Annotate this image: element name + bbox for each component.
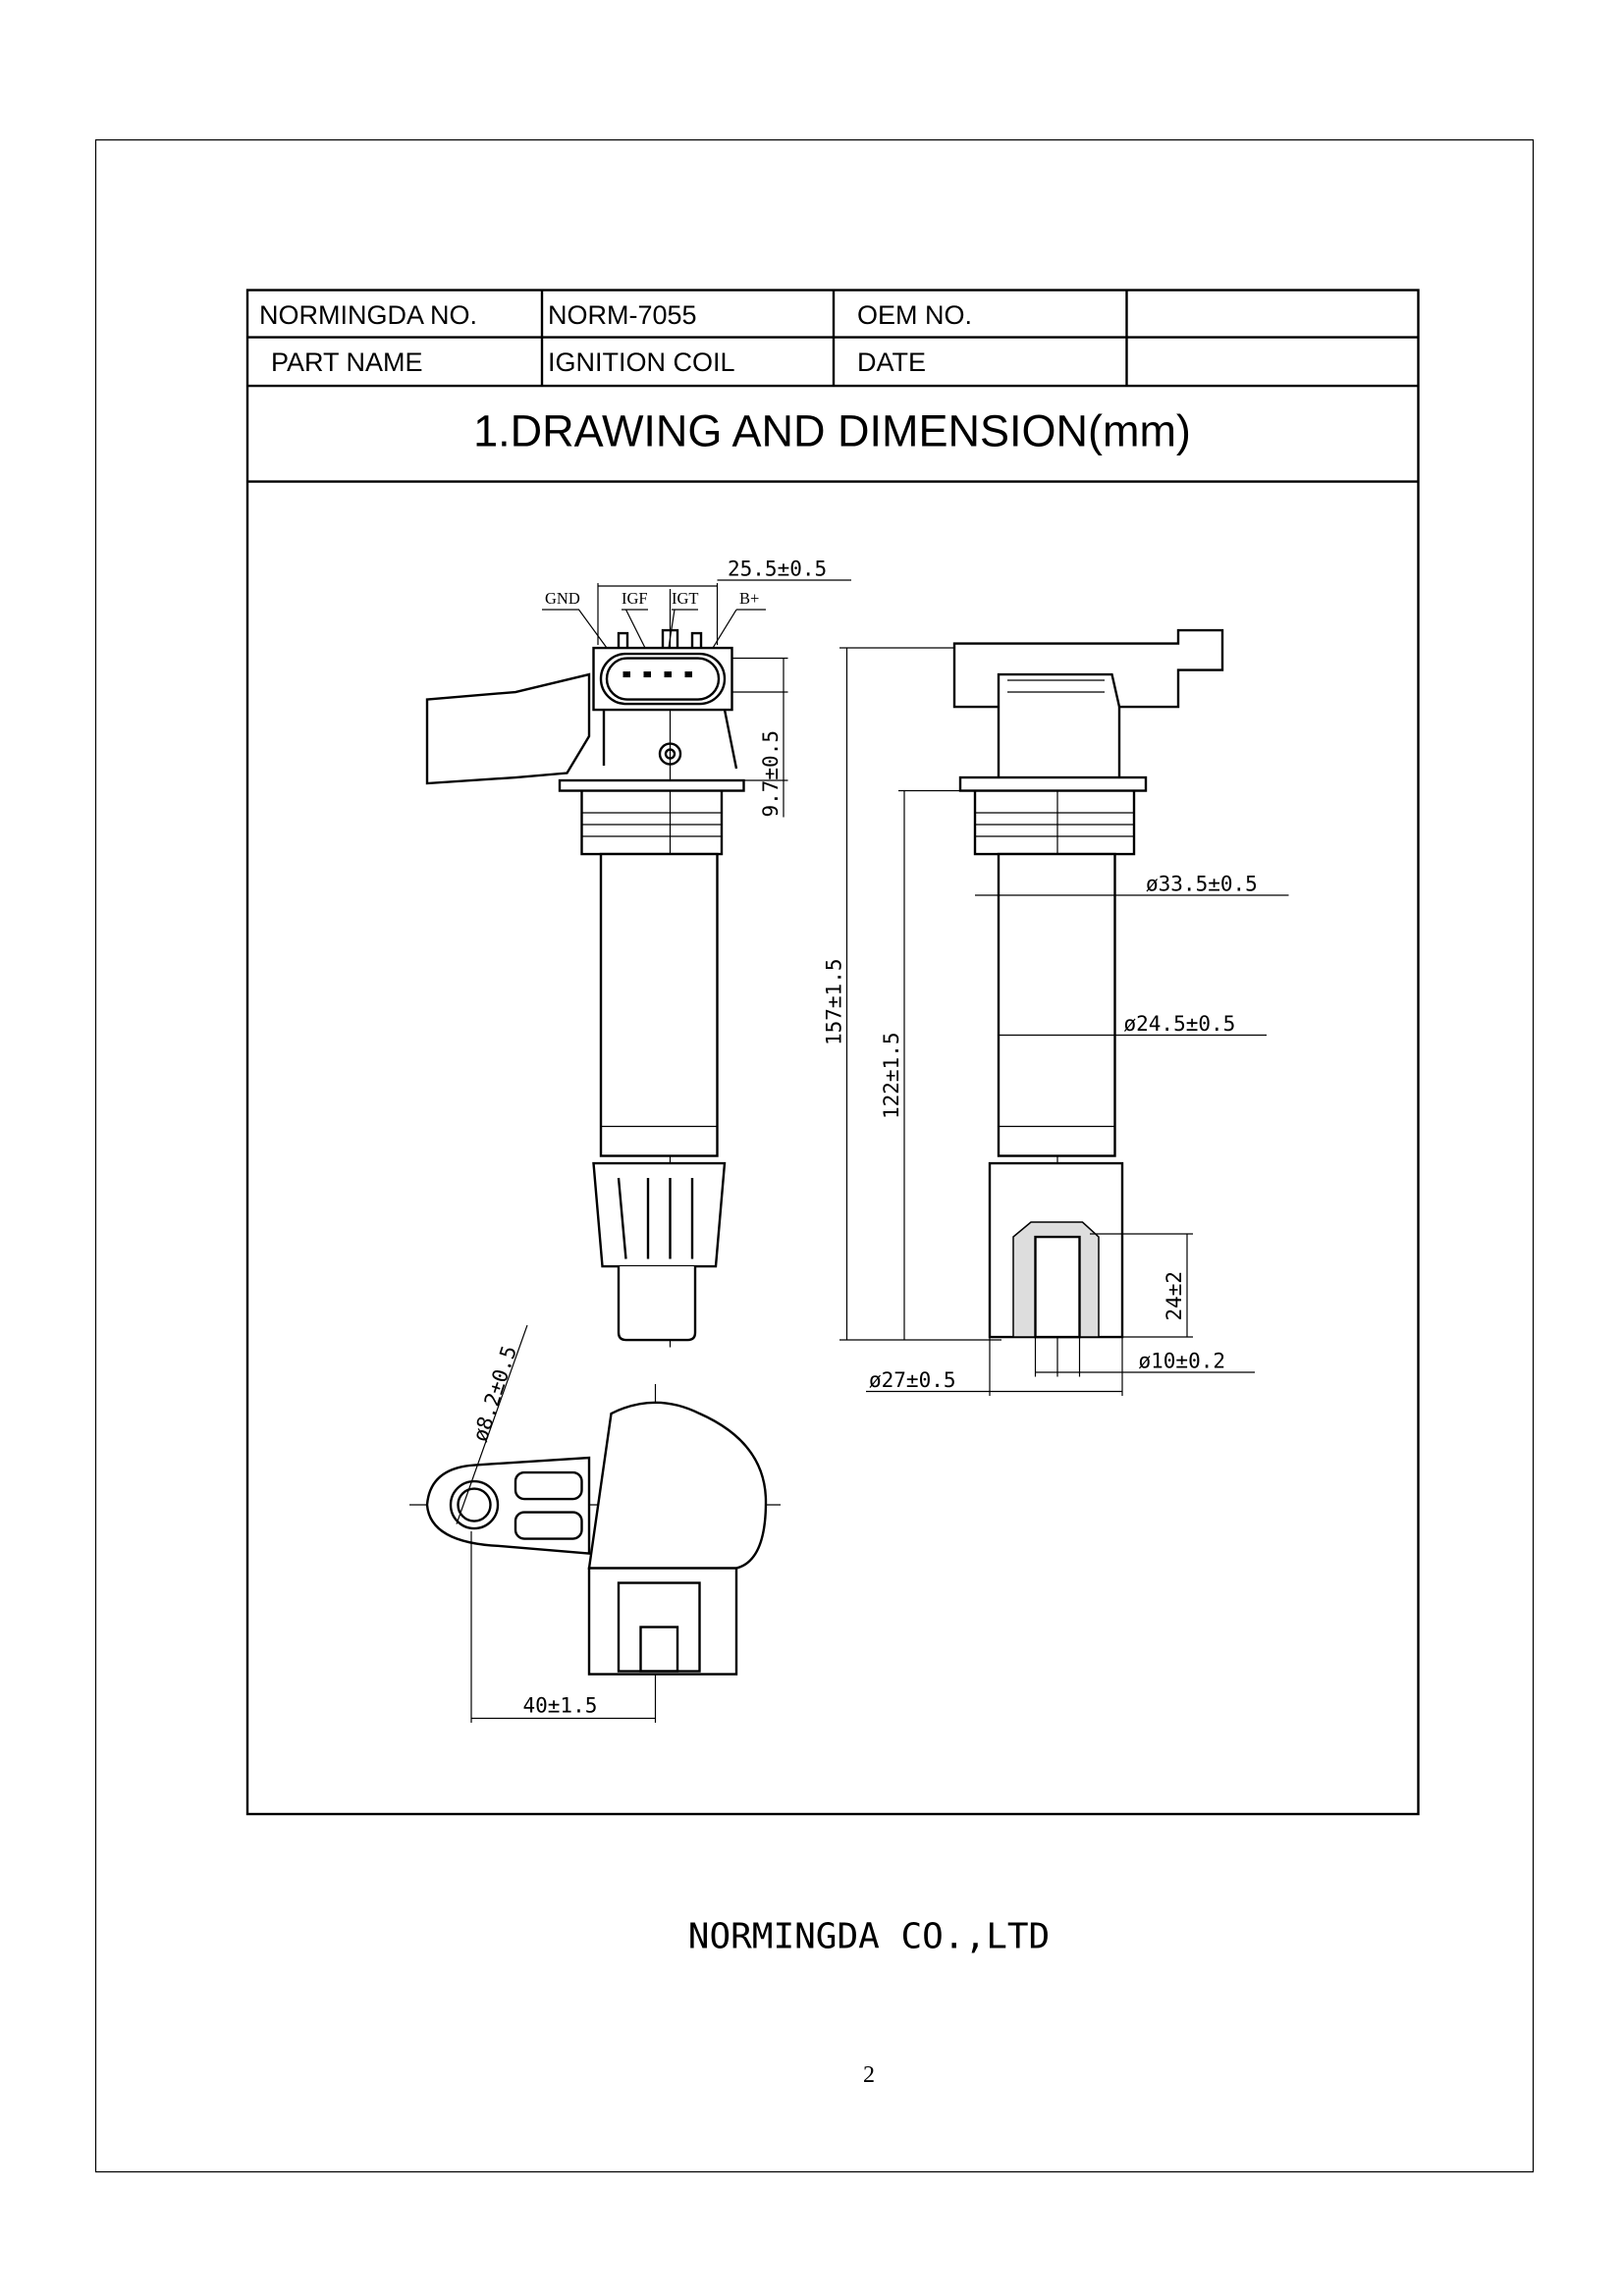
bottom-view-drawing: 40±1.5 ø8.2±0.5 (409, 1324, 781, 1724)
normingda-no-value: NORM-7055 (548, 300, 697, 330)
part-name-label: PART NAME (271, 347, 423, 377)
dim-overall-length: 157±1.5 (823, 959, 846, 1046)
pin-label-igt: IGT (672, 589, 699, 608)
side-view-drawing: 25.5±0.5 9.7±0.5 GND IGF IGT B+ (425, 558, 851, 1348)
dim-connector-height: 9.7±0.5 (759, 730, 783, 818)
pin-label-gnd: GND (545, 589, 580, 608)
section-title: 1.DRAWING AND DIMENSION(mm) (473, 406, 1191, 456)
oem-no-label: OEM NO. (857, 300, 972, 330)
dim-hole-dia: ø8.2±0.5 (468, 1343, 521, 1445)
pin-label-igf: IGF (622, 589, 648, 608)
dim-connector-width: 25.5±0.5 (728, 558, 827, 581)
page-number: 2 (863, 2062, 875, 2088)
front-view-drawing: 157±1.5 122±1.5 ø33.5±0.5 ø24.5±0.5 24±2… (823, 628, 1289, 1397)
dim-boot-dia: ø27±0.5 (869, 1368, 956, 1392)
part-name-value: IGNITION COIL (548, 347, 735, 377)
dim-hole-offset: 40±1.5 (523, 1694, 598, 1718)
normingda-no-label: NORMINGDA NO. (259, 300, 477, 330)
company-name: NORMINGDA CO.,LTD (688, 1917, 1050, 1957)
pin-label-bplus: B+ (739, 589, 759, 608)
date-label: DATE (857, 347, 926, 377)
page-border (94, 138, 1535, 2173)
dim-body-length: 122±1.5 (880, 1033, 903, 1120)
dim-flange-dia: ø33.5±0.5 (1146, 873, 1258, 896)
dim-tip-dia: ø10±0.2 (1139, 1350, 1226, 1373)
info-table: NORMINGDA NO. NORM-7055 OEM NO. PART NAM… (245, 289, 1420, 1816)
dim-boot-length: 24±2 (1163, 1271, 1186, 1321)
dim-tube-dia: ø24.5±0.5 (1124, 1012, 1236, 1036)
